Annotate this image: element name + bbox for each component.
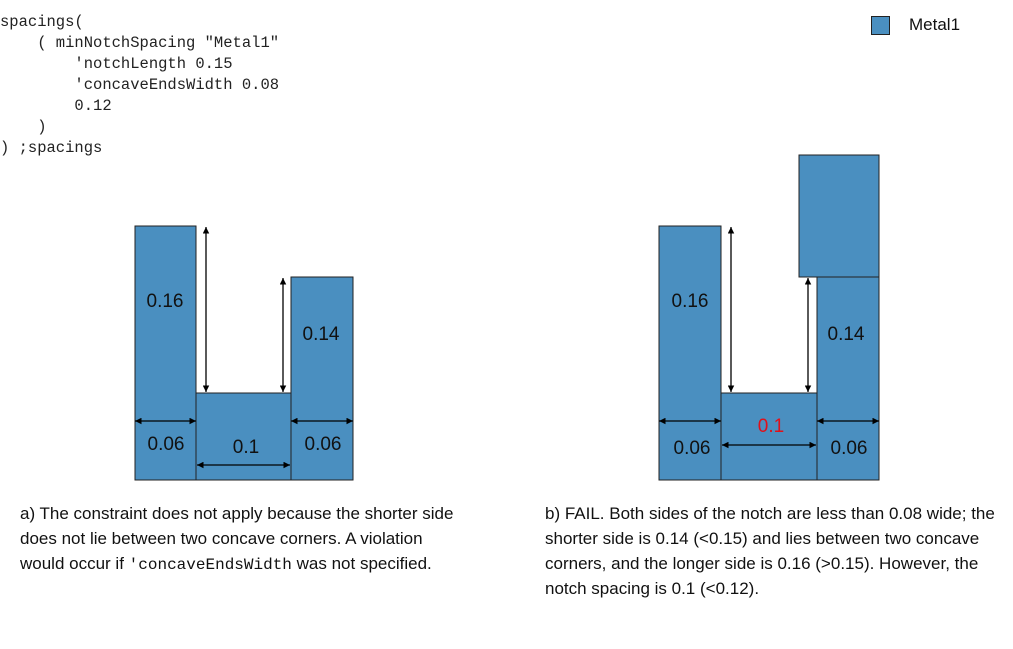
- code-line: spacings(: [0, 13, 84, 31]
- caption-a: a) The constraint does not apply because…: [20, 501, 460, 578]
- b-right-shape: [816, 276, 880, 481]
- b-notch-base: [720, 392, 818, 481]
- b-right-height-label: 0.14: [828, 324, 865, 345]
- a-left-shape: [134, 225, 197, 481]
- code-block: spacings( ( minNotchSpacing "Metal1" 'no…: [0, 12, 279, 159]
- legend: Metal1: [871, 15, 960, 35]
- code-line: 'notchLength 0.15: [0, 55, 233, 73]
- a-right-height-label: 0.14: [303, 324, 340, 345]
- caption-a-text: a) The constraint does not apply because…: [20, 504, 454, 573]
- a-right-width-label: 0.06: [305, 434, 342, 455]
- b-right-width-label: 0.06: [831, 438, 868, 459]
- a-right-shape: [290, 276, 354, 481]
- code-line: ( minNotchSpacing "Metal1": [0, 34, 280, 52]
- caption-a-code: 'concaveEndsWidth: [128, 556, 292, 574]
- code-line: ) ;spacings: [0, 139, 103, 157]
- b-left-shape: [658, 225, 722, 481]
- metal1-swatch: [871, 15, 890, 35]
- caption-b: b) FAIL. Both sides of the notch are les…: [545, 504, 995, 598]
- code-line: 0.12: [0, 97, 112, 115]
- b-top-shape: [798, 154, 880, 278]
- b-left-width-label: 0.06: [674, 438, 711, 459]
- code-line: 'concaveEndsWidth 0.08: [0, 76, 280, 94]
- a-left-width-label: 0.06: [148, 434, 185, 455]
- a-notch-width-label: 0.1: [233, 437, 259, 458]
- b-notch-width-label: 0.1: [758, 416, 784, 437]
- legend-label: Metal1: [909, 15, 961, 34]
- a-left-height-label: 0.16: [147, 291, 184, 312]
- caption-a-text-end: was not specified.: [291, 554, 432, 573]
- code-line: ): [0, 118, 47, 136]
- b-left-height-label: 0.16: [672, 291, 709, 312]
